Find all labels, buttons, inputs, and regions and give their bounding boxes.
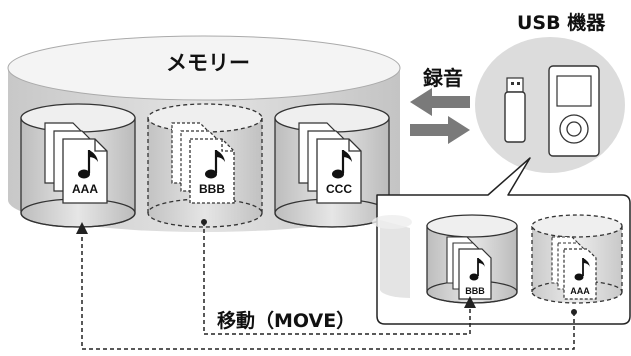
memory-file-label-ccc: CCC [326, 182, 352, 196]
move-path-bbb [201, 219, 476, 335]
file-stack-aaa [44, 122, 108, 204]
usb-stick-icon [504, 77, 526, 143]
arrow-left-icon [410, 88, 470, 116]
music-note-icon [332, 150, 352, 179]
device-callout [372, 157, 631, 325]
memory-slot-ccc [274, 103, 390, 228]
arrow-right-icon [410, 116, 470, 144]
transfer-arrows [410, 88, 470, 144]
move-path-aaa [76, 222, 577, 350]
music-note-icon [469, 258, 485, 281]
music-note-icon [205, 150, 225, 179]
memory-file-label-bbb: BBB [199, 182, 225, 196]
usb-device-title: USB 機器 [517, 12, 606, 34]
device-file-label-bbb: BBB [465, 286, 485, 296]
file-stack-ccc [298, 122, 362, 204]
device-slot-bbb [426, 214, 518, 304]
memory-slot-bbb [147, 103, 263, 228]
memory-slot-aaa [20, 103, 136, 228]
music-note-icon [574, 258, 590, 281]
memory-title: メモリー [166, 51, 250, 75]
memory-file-label-aaa: AAA [72, 182, 98, 196]
music-player-icon [548, 65, 600, 157]
record-label: 録音 [423, 66, 463, 90]
device-slot-aaa [531, 214, 623, 304]
device-file-label-aaa: AAA [570, 286, 590, 296]
file-stack-bbb [171, 122, 235, 204]
music-note-icon [78, 150, 98, 179]
usb-device-group [475, 37, 625, 173]
move-label: 移動（MOVE） [217, 310, 356, 332]
